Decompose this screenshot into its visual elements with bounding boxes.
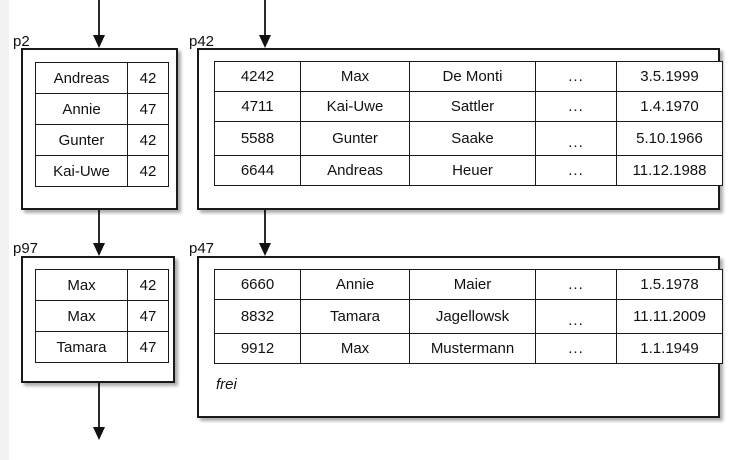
data-table-p42: 4242 Max De Monti ... 3.5.1999 4711 Kai-…: [214, 61, 723, 186]
cell-more: ...: [535, 61, 617, 92]
cell-name: Annie: [35, 93, 128, 125]
table-row: 6644 Andreas Heuer ... 11.12.1988: [214, 155, 723, 186]
cell-birthdate: 11.12.1988: [616, 155, 723, 186]
cell-more: ...: [535, 269, 617, 300]
cell-lastname: Heuer: [409, 155, 536, 186]
cell-lastname: Saake: [409, 121, 536, 156]
cell-bucket: 42: [127, 124, 169, 156]
cell-firstname: Max: [300, 333, 410, 364]
cell-firstname: Kai-Uwe: [300, 91, 410, 122]
table-row: 4242 Max De Monti ... 3.5.1999: [214, 61, 723, 92]
table-row: 6660 Annie Maier ... 1.5.1978: [214, 269, 723, 300]
cell-id: 6644: [214, 155, 301, 186]
cell-name: Max: [35, 269, 128, 301]
cell-more: ...: [535, 299, 617, 334]
table-row: 5588 Gunter Saake ... 5.10.1966: [214, 121, 723, 156]
table-row: Kai-Uwe 42: [35, 155, 169, 187]
cell-birthdate: 1.5.1978: [616, 269, 723, 300]
cell-name: Kai-Uwe: [35, 155, 128, 187]
free-space-label: frei: [216, 376, 237, 393]
cell-lastname: Jagellowsk: [409, 299, 536, 334]
table-row: 4711 Kai-Uwe Sattler ... 1.4.1970: [214, 91, 723, 122]
cell-id: 6660: [214, 269, 301, 300]
cell-lastname: Maier: [409, 269, 536, 300]
cell-bucket: 42: [127, 155, 169, 187]
cell-lastname: De Monti: [409, 61, 536, 92]
cell-birthdate: 1.4.1970: [616, 91, 723, 122]
cell-bucket: 47: [127, 300, 169, 332]
cell-birthdate: 3.5.1999: [616, 61, 723, 92]
cell-name: Andreas: [35, 62, 128, 94]
cell-firstname: Gunter: [300, 121, 410, 156]
cell-more: ...: [535, 91, 617, 122]
table-row: 9912 Max Mustermann ... 1.1.1949: [214, 333, 723, 364]
page-label-p42: p42: [189, 33, 215, 50]
page-label-p2: p2: [13, 33, 30, 50]
cell-id: 4242: [214, 61, 301, 92]
page-label-p47: p47: [189, 240, 215, 257]
table-row: Max 47: [35, 300, 169, 332]
table-row: 8832 Tamara Jagellowsk ... 11.11.2009: [214, 299, 723, 334]
cell-name: Gunter: [35, 124, 128, 156]
page-label-p97: p97: [13, 240, 39, 257]
table-row: Tamara 47: [35, 331, 169, 363]
cell-lastname: Mustermann: [409, 333, 536, 364]
page-box-p47: 6660 Annie Maier ... 1.5.1978 8832 Tamar…: [197, 256, 723, 418]
cell-firstname: Andreas: [300, 155, 410, 186]
index-table-p2: Andreas 42 Annie 47 Gunter 42 Kai-Uwe 42: [35, 62, 169, 187]
page-box-p97: Max 42 Max 47 Tamara 47: [21, 256, 175, 383]
cell-bucket: 42: [127, 62, 169, 94]
arrow-p42-to-p47: [258, 210, 272, 256]
cell-id: 5588: [214, 121, 301, 156]
cell-firstname: Max: [300, 61, 410, 92]
table-row: Andreas 42: [35, 62, 169, 94]
index-table-p97: Max 42 Max 47 Tamara 47: [35, 269, 169, 363]
cell-id: 4711: [214, 91, 301, 122]
cell-firstname: Tamara: [300, 299, 410, 334]
data-table-p47: 6660 Annie Maier ... 1.5.1978 8832 Tamar…: [214, 269, 723, 364]
arrow-into-p42: [258, 0, 272, 48]
cell-id: 8832: [214, 299, 301, 334]
cell-more: ...: [535, 121, 617, 156]
cell-bucket: 47: [127, 93, 169, 125]
arrow-out-of-p97: [92, 383, 106, 440]
cell-lastname: Sattler: [409, 91, 536, 122]
cell-birthdate: 5.10.1966: [616, 121, 723, 156]
cell-birthdate: 11.11.2009: [616, 299, 723, 334]
page-box-p42: 4242 Max De Monti ... 3.5.1999 4711 Kai-…: [197, 48, 723, 210]
cell-name: Tamara: [35, 331, 128, 363]
cell-birthdate: 1.1.1949: [616, 333, 723, 364]
cell-firstname: Annie: [300, 269, 410, 300]
table-row: Gunter 42: [35, 124, 169, 156]
page-box-p2: Andreas 42 Annie 47 Gunter 42 Kai-Uwe 42: [21, 48, 178, 210]
cell-id: 9912: [214, 333, 301, 364]
table-row: Annie 47: [35, 93, 169, 125]
cell-bucket: 47: [127, 331, 169, 363]
cell-bucket: 42: [127, 269, 169, 301]
arrow-into-p2: [92, 0, 106, 48]
cell-name: Max: [35, 300, 128, 332]
left-edge-band: [0, 0, 9, 460]
cell-more: ...: [535, 333, 617, 364]
cell-more: ...: [535, 155, 617, 186]
arrow-p2-to-p97: [92, 210, 106, 256]
table-row: Max 42: [35, 269, 169, 301]
